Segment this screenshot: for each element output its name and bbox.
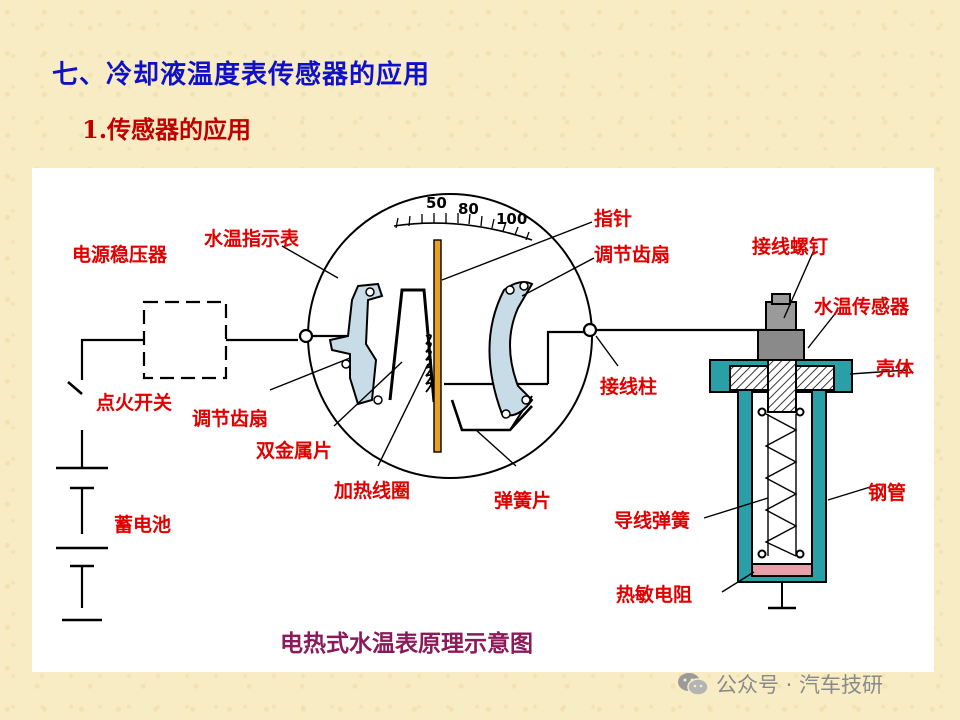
label-terminal-post: 接线柱	[600, 376, 658, 398]
water-temp-sensor	[709, 293, 853, 610]
label-spring-strip: 弹簧片	[494, 490, 552, 512]
leader-thermistor	[721, 571, 755, 593]
leader-housing	[849, 369, 909, 375]
label-ignition-switch: 点火开关	[96, 392, 173, 414]
leader-water-temp-gauge	[281, 245, 339, 279]
label-lead-spring: 导线弹簧	[614, 510, 691, 532]
label-adjust-sector-left: 调节齿扇	[192, 408, 269, 430]
dial-tick-80: 80	[458, 200, 479, 218]
watermark: 公众号 · 汽车技研	[676, 670, 883, 698]
label-water-temp-gauge: 水温指示表	[204, 228, 300, 250]
label-pointer: 指针	[594, 208, 633, 230]
label-power-regulator: 电源稳压器	[72, 244, 168, 266]
power-regulator-box	[142, 300, 228, 380]
thermistor-element	[751, 563, 813, 577]
wire-left-vertical	[80, 338, 144, 380]
leader-spring-strip	[475, 429, 517, 467]
label-bimetal-strip: 双金属片	[256, 440, 333, 462]
leader-heating-coil	[377, 363, 429, 467]
label-heating-coil: 加热线圈	[334, 480, 411, 502]
gauge-terminal-post	[582, 322, 598, 338]
lead-spring	[764, 413, 798, 557]
leader-water-temp-sensor	[807, 309, 839, 349]
label-water-temp-sensor: 水温传感器	[814, 296, 910, 318]
adjust-sector-right	[488, 281, 534, 417]
section-subheading: 1.传感器的应用	[82, 115, 252, 144]
diagram-caption: 电热式水温表原理示意图	[280, 631, 533, 657]
page-heading: 七、冷却液温度表传感器的应用	[52, 60, 431, 90]
dial-tick-100: 100	[496, 210, 528, 228]
leader-pointer	[441, 221, 593, 281]
leader-adjust-sector-left	[269, 357, 351, 391]
diagram-panel: 50 80 100 电源稳压器 水温指示表 指针 调节齿扇 接线螺钉 水温传感器…	[32, 168, 934, 672]
leader-adjust-sector-right	[521, 257, 595, 297]
circuit-diagram	[56, 193, 909, 622]
ignition-switch-blade	[67, 381, 83, 395]
leader-lead-spring	[703, 497, 769, 519]
heating-coil	[425, 334, 432, 393]
dial-tick-50: 50	[426, 194, 447, 212]
gauge-terminal-left	[298, 328, 314, 344]
spring-strip	[450, 399, 533, 432]
gauge-pointer	[433, 239, 442, 453]
bimetal-strip	[388, 288, 436, 403]
label-adjust-sector-right: 调节齿扇	[594, 244, 671, 266]
label-battery: 蓄电池	[114, 514, 172, 536]
watermark-text: 公众号 · 汽车技研	[716, 673, 884, 697]
leader-steel-tube	[827, 483, 881, 501]
leader-terminal-screw	[783, 249, 815, 319]
adjust-sector-left	[328, 282, 384, 406]
label-housing: 壳体	[876, 358, 915, 380]
label-thermistor: 热敏电阻	[616, 584, 693, 606]
label-steel-tube: 钢管	[868, 482, 907, 504]
label-terminal-screw: 接线螺钉	[752, 236, 829, 258]
wechat-icon	[678, 673, 709, 696]
terminal-screw	[765, 301, 797, 333]
leader-terminal-post	[595, 335, 619, 367]
leader-bimetal-strip	[333, 361, 403, 427]
